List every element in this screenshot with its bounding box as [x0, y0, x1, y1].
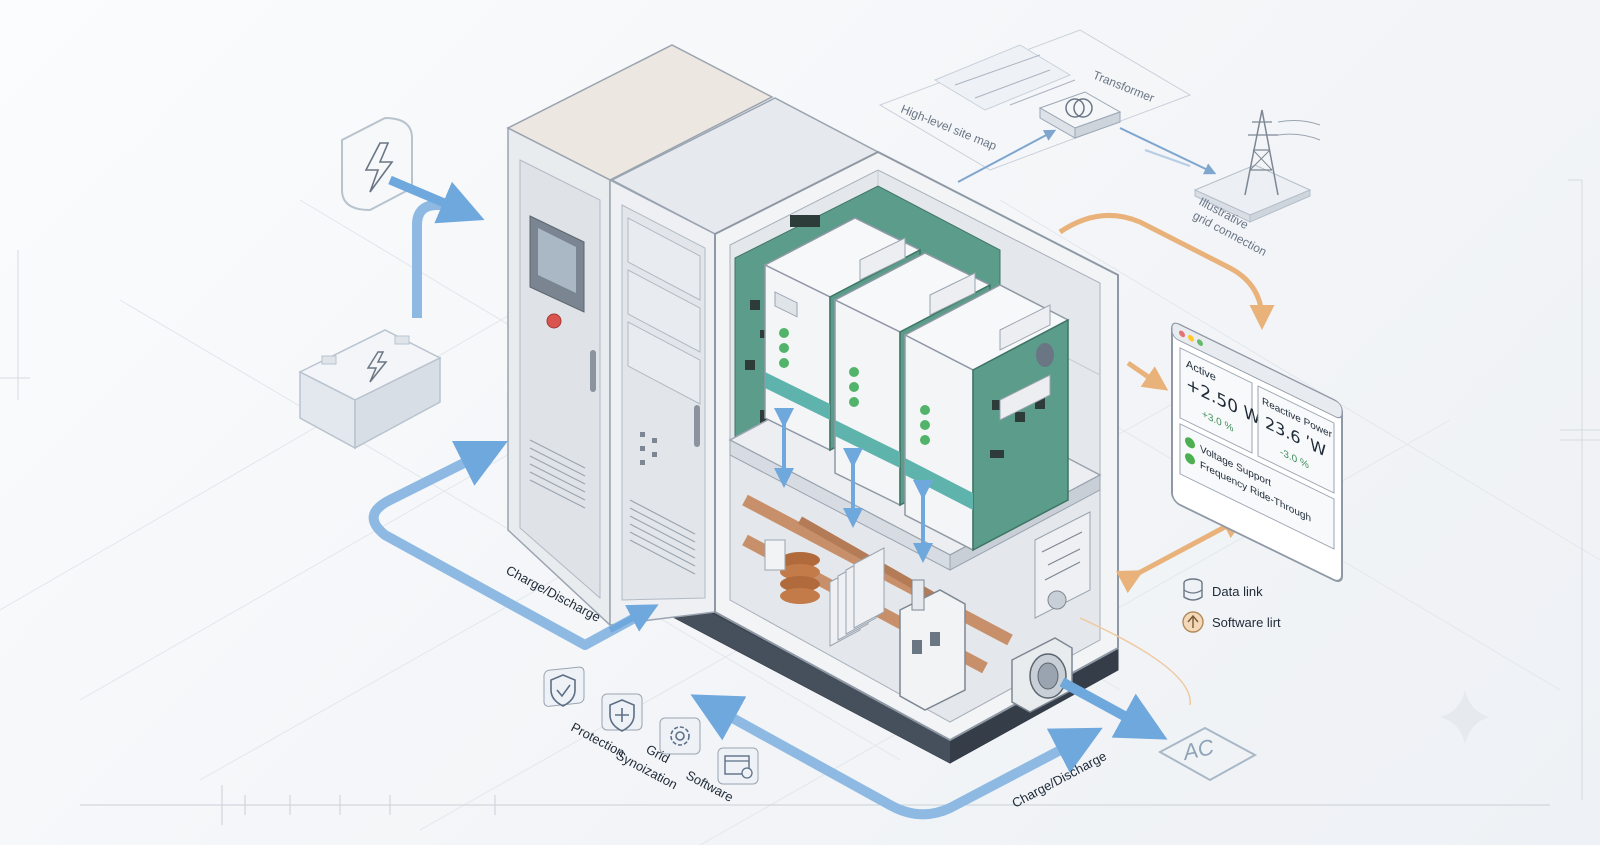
svg-text:AC: AC — [1179, 734, 1216, 765]
site-map-arrow — [957, 129, 1057, 183]
battery-icon — [298, 329, 442, 450]
window-maximize-icon — [1197, 339, 1203, 346]
monitoring-dashboard: Active +2.50 W +3.0 % Reactive Power 23.… — [1171, 322, 1343, 583]
legend-software: Software lirt — [1212, 615, 1281, 630]
ac-badge: AC — [1157, 726, 1258, 782]
legend-data-link: Data link — [1212, 584, 1263, 599]
data-link-arrow-bottom — [1115, 515, 1247, 594]
ac-output-arrow — [1059, 677, 1168, 740]
window-close-icon — [1179, 330, 1185, 338]
status-ok-icon — [1185, 437, 1195, 449]
software-update-icon — [1182, 611, 1204, 633]
data-link-arrow-top — [1058, 212, 1275, 330]
feature-icons: Protection Grid Synoization Software — [543, 666, 759, 805]
status-ok-icon — [1185, 453, 1195, 465]
database-icon — [1183, 578, 1203, 601]
grid-arrow — [1119, 127, 1217, 175]
sparkle-icon — [1440, 690, 1490, 744]
legend: Data link Software lirt — [1182, 578, 1281, 633]
software-window-icon — [717, 747, 759, 785]
charge-discharge-label-bottom: Charge/Discharge — [1009, 748, 1109, 810]
data-link-arrow-mid — [1126, 360, 1169, 391]
protection-shield-icon — [543, 666, 585, 707]
lightning-sign-icon — [341, 116, 413, 212]
transformer-label: Transformer — [1091, 68, 1156, 105]
power-in-arrow — [388, 175, 485, 224]
ac-output-connector — [1011, 637, 1073, 713]
heatsink — [829, 547, 885, 647]
gear-icon — [659, 717, 701, 755]
charge-flow-bottom — [715, 705, 1073, 820]
status-list — [1179, 423, 1335, 550]
transformer-icon — [1038, 91, 1122, 139]
module-flow-arrows — [774, 408, 933, 563]
power-in-arrow-stem — [412, 200, 455, 318]
power-module-3 — [903, 284, 1070, 552]
circuit-breaker — [899, 579, 966, 711]
reactive-power-card — [1257, 385, 1335, 494]
inductor-coil — [764, 539, 820, 604]
grid-tower-icon — [1193, 109, 1321, 223]
window-minimize-icon — [1188, 334, 1194, 342]
grid-sync-shield-icon — [601, 693, 643, 732]
active-power-card — [1179, 347, 1253, 454]
charge-flow-left — [368, 450, 643, 650]
